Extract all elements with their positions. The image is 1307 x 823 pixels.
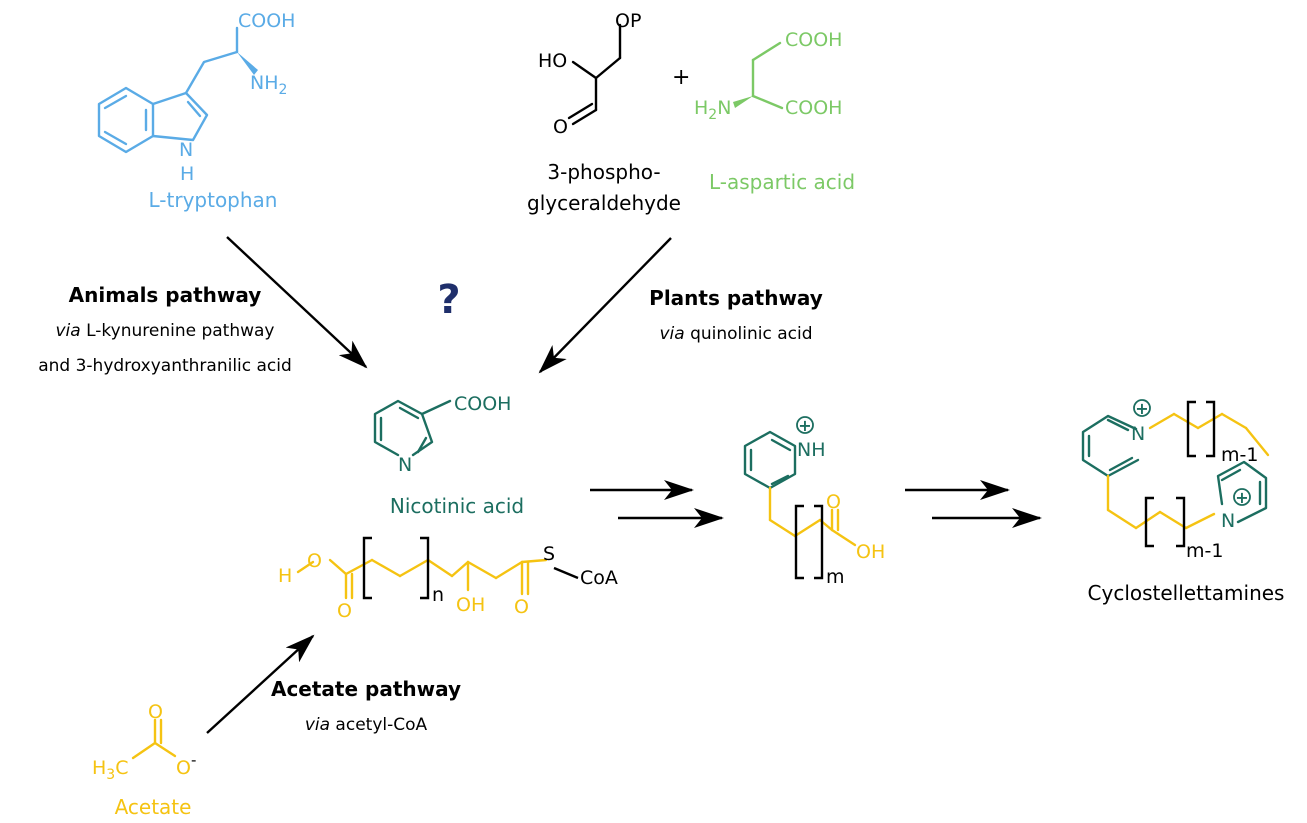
- acetate-charge: -: [191, 751, 196, 769]
- cyclo-plus-circle-2: [1233, 488, 1251, 506]
- nicotinic-cooh: COOH: [454, 393, 511, 415]
- cyclo-m1-top: m-1: [1221, 444, 1258, 466]
- intermediate-h: H: [811, 439, 825, 461]
- acetate-h3: H: [92, 757, 106, 779]
- cyclo-bracket-top-right: [1206, 400, 1216, 458]
- polyketide-coa: CoA: [580, 567, 618, 589]
- svg-text:NH2: NH2: [250, 72, 287, 98]
- tryptophan-cooh: COOH: [238, 10, 295, 32]
- polyketide-s-coa-bond: [553, 566, 579, 580]
- acetate-h3-sub: 3: [106, 767, 115, 783]
- aspartic-cooh-top: COOH: [785, 29, 842, 51]
- intermediate-chain: [768, 486, 857, 547]
- cyclo-bracket-top-left: [1186, 400, 1196, 458]
- aspartic-name: L-aspartic acid: [709, 170, 855, 194]
- aspartic-h2: H: [694, 97, 708, 119]
- polyketide-o-thioester: O: [514, 596, 529, 618]
- cyclo-plus-2: +: [1235, 488, 1248, 507]
- polyketide-o-hydroxyl: O: [307, 550, 322, 572]
- polyketide-chain: [296, 558, 548, 600]
- acetate-c: C: [115, 757, 128, 779]
- svg-text:via acetyl-CoA: via acetyl-CoA: [305, 715, 428, 735]
- plants-pathway-arrow: [538, 237, 672, 374]
- polyketide-bracket-right: [420, 536, 430, 600]
- pga-name-line1: 3-phospho-: [547, 160, 660, 184]
- acetate-structure: [131, 718, 177, 760]
- aspartic-wedge: [733, 96, 753, 108]
- intermediate-plus-circle: [796, 416, 814, 434]
- acetate-pathway-arrow: [206, 634, 315, 734]
- cyclo-plus-1: +: [1135, 399, 1148, 418]
- polyketide-h: H: [278, 565, 292, 587]
- svg-text:H3C: H3C: [92, 757, 129, 783]
- polyketide-n-subscript: n: [432, 584, 444, 606]
- acetate-o-carbonyl: O: [148, 701, 163, 723]
- cyclo-bracket-bottom-left: [1144, 496, 1154, 548]
- plants-pathway-title: Plants pathway: [649, 286, 823, 310]
- cyclo-ring-left: [1081, 414, 1140, 478]
- tryptophan-structure: [97, 26, 239, 154]
- question-mark: ?: [437, 277, 460, 323]
- aspartic-structure: [751, 41, 784, 110]
- polyketide-s: S: [543, 543, 555, 565]
- intermediate-ring: [743, 430, 797, 490]
- pga-ho: HO: [538, 50, 567, 72]
- nicotinic-structure: [373, 399, 452, 457]
- plants-line1: quinolinic acid: [685, 324, 813, 344]
- intermediate-n: N: [797, 439, 811, 461]
- acetate-o-minus: O: [176, 757, 191, 779]
- animals-line1: L-kynurenine pathway: [81, 321, 275, 341]
- animals-line2: and 3-hydroxyanthranilic acid: [38, 356, 292, 376]
- svg-text:via L-kynurenine pathway: via L-kynurenine pathway: [55, 321, 274, 341]
- animals-via: via: [55, 321, 80, 341]
- intermediate-plus: +: [798, 416, 811, 435]
- svg-text:H2N: H2N: [694, 97, 731, 123]
- pga-name-line2: glyceraldehyde: [527, 191, 681, 215]
- cyclo-n-2: N: [1221, 510, 1235, 532]
- svg-text:NH: NH: [797, 439, 826, 461]
- tryptophan-nh2: NH: [250, 72, 279, 94]
- svg-text:O-: O-: [176, 751, 196, 779]
- animals-pathway-title: Animals pathway: [69, 283, 262, 307]
- polyketide-oh: OH: [456, 594, 485, 616]
- aspartic-cooh-bottom: COOH: [785, 97, 842, 119]
- tryptophan-wedge: [237, 52, 258, 75]
- cyclo-ring-right: [1216, 460, 1268, 524]
- tryptophan-n: N: [179, 139, 193, 161]
- svg-text:via quinolinic acid: via quinolinic acid: [659, 324, 812, 344]
- nicotinic-n: N: [398, 454, 412, 476]
- plus-sign: +: [672, 65, 690, 90]
- cyclo-bracket-bottom-right: [1176, 496, 1186, 548]
- tryptophan-nh2-sub: 2: [279, 82, 288, 98]
- polyketide-o-carbonyl: O: [337, 600, 352, 622]
- intermediate-oh: OH: [856, 541, 885, 563]
- intermediate-o: O: [826, 491, 841, 513]
- cyclo-m1-bottom: m-1: [1186, 540, 1223, 562]
- pga-structure: [567, 23, 622, 126]
- pga-op: OP: [615, 10, 641, 32]
- acetate-line1: acetyl-CoA: [330, 715, 427, 735]
- cyclo-chains: [1106, 412, 1270, 530]
- intermediate-bracket-left: [794, 504, 804, 580]
- nicotinic-name: Nicotinic acid: [390, 494, 524, 518]
- animals-pathway-arrow: [226, 236, 368, 369]
- polyketide-bracket-left: [362, 536, 372, 600]
- acetate-via: via: [305, 715, 330, 735]
- intermediate-bracket-right: [814, 504, 824, 580]
- aspartic-h2-sub: 2: [708, 107, 717, 123]
- pga-o: O: [553, 116, 568, 138]
- plants-via: via: [659, 324, 684, 344]
- cyclo-name: Cyclostellettamines: [1088, 581, 1285, 605]
- cyclo-n-1: N: [1131, 423, 1145, 445]
- acetate-pathway-title: Acetate pathway: [271, 677, 461, 701]
- acetate-name: Acetate: [115, 795, 192, 819]
- tryptophan-name: L-tryptophan: [149, 188, 278, 212]
- tryptophan-h: H: [180, 163, 194, 185]
- cyclo-plus-circle-1: [1133, 399, 1151, 417]
- aspartic-n: N: [717, 97, 731, 119]
- intermediate-m: m: [826, 566, 845, 588]
